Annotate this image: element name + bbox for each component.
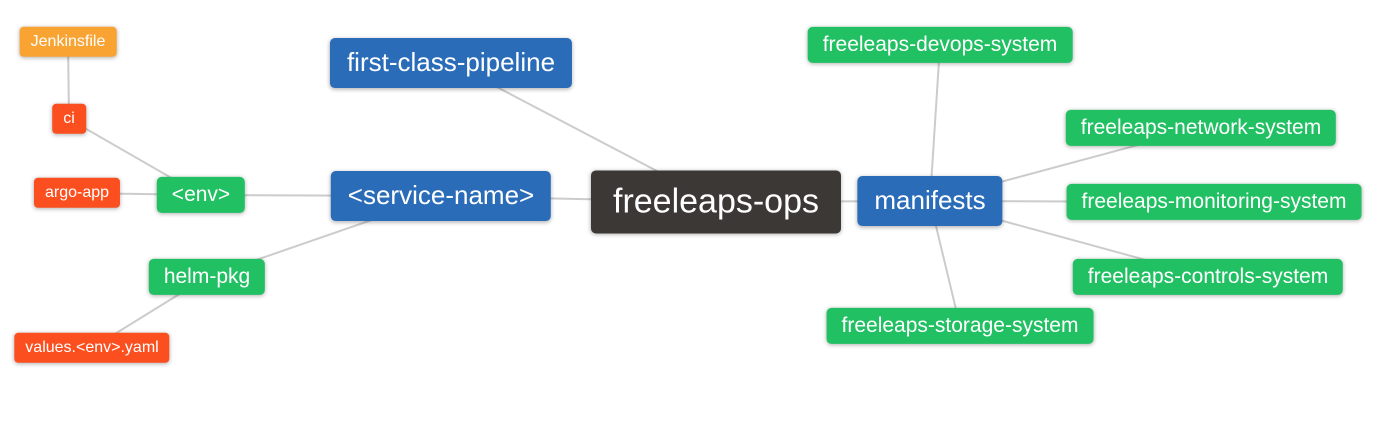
node-freeleaps-monitoring-system[interactable]: freeleaps-monitoring-system bbox=[1066, 183, 1362, 221]
node-first-class-pipeline[interactable]: first-class-pipeline bbox=[329, 38, 573, 88]
node-argo-app[interactable]: argo-app bbox=[33, 177, 121, 209]
node-freeleaps-controls-system[interactable]: freeleaps-controls-system bbox=[1072, 258, 1344, 296]
node-freeleaps-storage-system[interactable]: freeleaps-storage-system bbox=[826, 307, 1094, 345]
node-values-env-yaml[interactable]: values.<env>.yaml bbox=[14, 332, 170, 364]
node-env[interactable]: <env> bbox=[156, 176, 246, 214]
node-jenkinsfile[interactable]: Jenkinsfile bbox=[19, 26, 117, 58]
edge-manifests-freeleaps-devops-system bbox=[929, 44, 941, 202]
node-ci[interactable]: ci bbox=[52, 103, 86, 135]
node-freeleaps-ops[interactable]: freeleaps-ops bbox=[590, 170, 842, 234]
node-service-name[interactable]: <service-name> bbox=[330, 171, 552, 221]
node-freeleaps-network-system[interactable]: freeleaps-network-system bbox=[1065, 109, 1337, 147]
node-freeleaps-devops-system[interactable]: freeleaps-devops-system bbox=[807, 26, 1073, 64]
node-manifests[interactable]: manifests bbox=[857, 176, 1003, 226]
node-helm-pkg[interactable]: helm-pkg bbox=[148, 258, 266, 296]
